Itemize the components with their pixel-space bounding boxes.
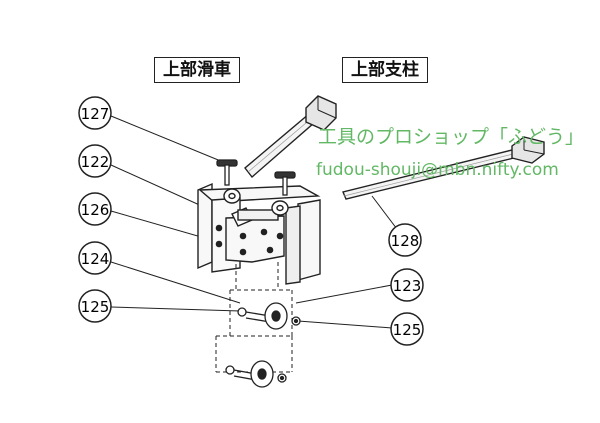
frame-front-mid [225,215,285,263]
pulley-set-upper [237,302,301,330]
upper-post-assembly [244,95,545,200]
callout-124: 124 [78,241,112,275]
callout-128-text: 128 [391,232,420,250]
callout-128: 128 [388,223,422,257]
label-upper-post: 上部支柱 [342,57,428,83]
pulley-set-lower [225,360,287,388]
callout-122: 122 [78,144,112,178]
frame-right-outer [297,199,321,281]
pulley-frame [197,182,321,285]
frame-right-inner [285,205,301,285]
leader-lines [110,115,401,329]
callout-127: 127 [78,96,112,130]
callout-123-text: 123 [393,277,422,295]
washer-125-left [237,307,247,317]
label-upper-pulley: 上部滑車 [154,57,240,83]
exploded-axis [215,262,293,373]
callouts: 127 122 126 124 125 128 [78,96,424,346]
watermark-shop: 工具のプロショップ「ふどう」 [318,126,585,148]
t-handle-bolts [216,159,296,196]
callout-126-text: 126 [81,201,110,219]
watermark-email: fudou-shouji@mbn.nifty.com [316,160,559,180]
callout-125-left-text: 125 [81,298,110,316]
callout-125-left: 125 [78,289,112,323]
hinge-bar [237,209,279,221]
callout-126: 126 [78,192,112,226]
callout-124-text: 124 [81,250,110,268]
callout-127-text: 127 [81,105,110,123]
callout-125-right: 125 [390,312,424,346]
callout-123: 123 [390,268,424,302]
callout-122-text: 122 [81,153,110,171]
callout-125-right-text: 125 [393,321,422,339]
